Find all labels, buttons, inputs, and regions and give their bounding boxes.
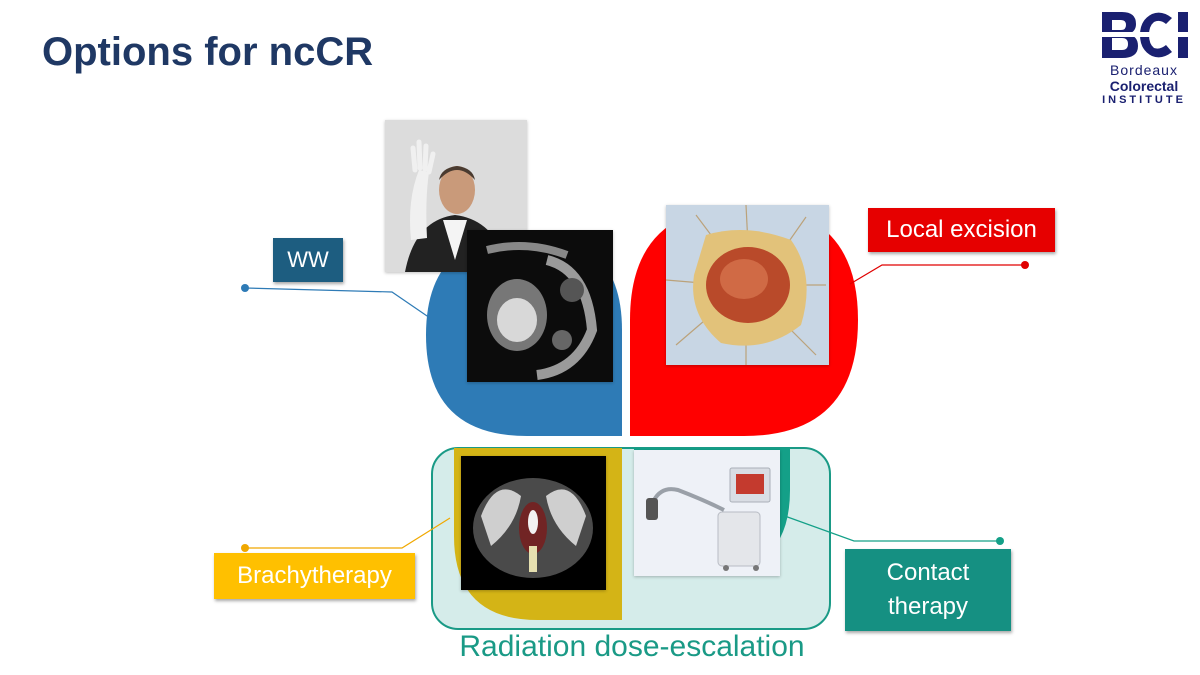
local-excision-connector <box>849 261 1029 285</box>
page-title: Options for ncCR <box>42 30 374 74</box>
contact-therapy-connector <box>781 514 1004 545</box>
local-excision-label: Local excision <box>868 208 1055 252</box>
logo-text-colorectal: Colorectal <box>1109 78 1179 94</box>
contact-therapy-device-photo <box>634 450 780 576</box>
excision-specimen-photo <box>665 204 829 365</box>
ww-connector <box>241 284 431 319</box>
bci-monogram-icon <box>1098 12 1190 58</box>
contact-therapy-label: Contact therapy <box>845 549 1011 631</box>
contact-therapy-label-line2: therapy <box>887 593 969 620</box>
radiation-dose-escalation-label: Radiation dose-escalation <box>459 630 805 663</box>
ct-scan-image <box>461 456 606 590</box>
brachytherapy-connector <box>241 517 451 552</box>
contact-therapy-label-line1: Contact <box>886 559 970 586</box>
brachytherapy-label: Brachytherapy <box>214 553 415 599</box>
bci-logo: Bordeaux Colorectal INSTITUTE <box>1092 8 1196 108</box>
ww-label: WW <box>273 238 343 282</box>
mri-scan-image <box>467 230 613 382</box>
logo-text-institute: INSTITUTE <box>1102 94 1186 106</box>
logo-text-bordeaux: Bordeaux <box>1110 62 1178 78</box>
